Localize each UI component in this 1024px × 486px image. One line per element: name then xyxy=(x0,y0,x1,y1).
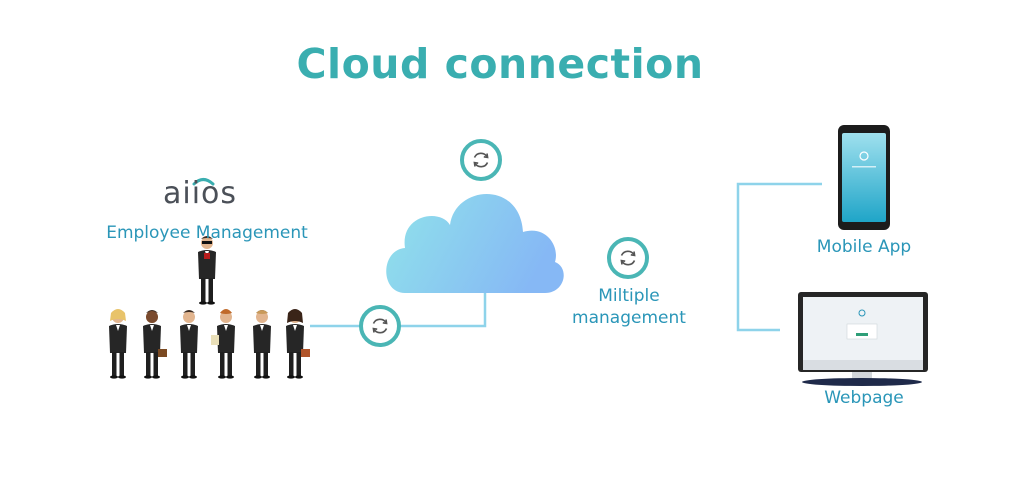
person-icon xyxy=(143,310,167,379)
person-icon xyxy=(198,236,216,305)
person-icon xyxy=(180,310,198,379)
brand-subtitle: Employee Management xyxy=(106,223,308,243)
page-title: Cloud connection xyxy=(296,40,704,88)
webpage-label: Webpage xyxy=(824,388,904,408)
monitor-icon xyxy=(798,292,928,386)
person-icon xyxy=(211,309,235,379)
cloud-icon xyxy=(386,193,564,293)
employee-group xyxy=(109,309,310,379)
person-icon xyxy=(253,310,271,379)
line-split-branches xyxy=(736,182,822,332)
person-icon xyxy=(286,309,310,379)
phone-icon xyxy=(838,125,890,230)
sync-icon xyxy=(359,305,401,347)
mobile-app-label: Mobile App xyxy=(816,237,912,257)
logo-arc xyxy=(192,178,215,186)
sync-icon xyxy=(607,237,649,279)
sync-icon xyxy=(460,139,502,181)
middle-label: Miltiple management xyxy=(572,286,686,328)
person-icon xyxy=(109,309,127,379)
brand-logo: aiios xyxy=(162,176,238,211)
